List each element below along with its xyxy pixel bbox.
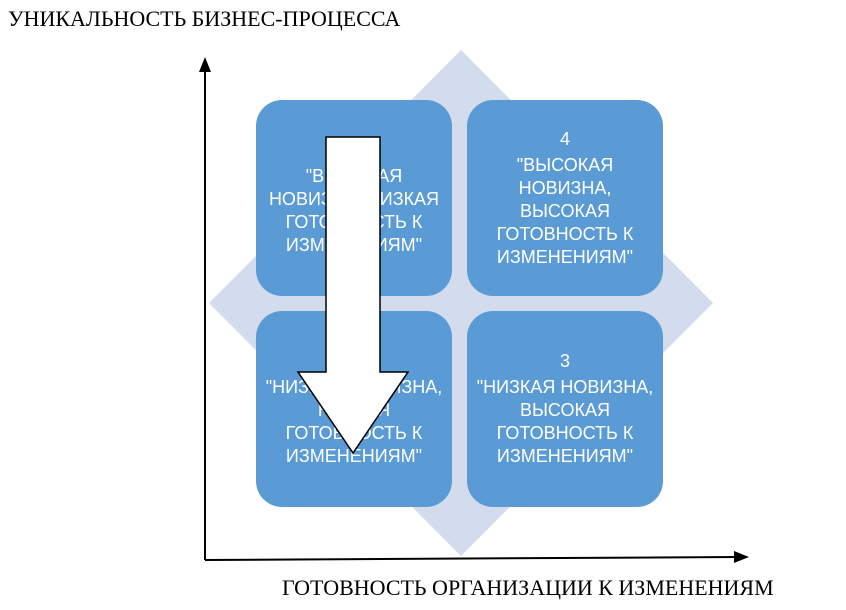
y-axis-arrowhead <box>199 57 211 72</box>
quadrant-3: 3 "НИЗКАЯ НОВИЗНА, ВЫСОКАЯ ГОТОВНОСТЬ К … <box>467 311 663 507</box>
quadrant-4-number: 4 <box>559 128 570 149</box>
x-axis-title: ГОТОВНОСТЬ ОРГАНИЗАЦИИ К ИЗМЕНЕНИЯМ <box>282 575 774 600</box>
x-axis-arrowhead <box>734 551 749 563</box>
quadrant-4: 4 "ВЫСОКАЯ НОВИЗНА, ВЫСОКАЯ ГОТОВНОСТЬ К… <box>467 100 663 296</box>
quadrant-4-text: "ВЫСОКАЯ НОВИЗНА, ВЫСОКАЯ ГОТОВНОСТЬ К И… <box>496 154 634 267</box>
quadrant-2-number: 2 <box>348 140 359 160</box>
quadrant-2-text: "ВЫСОКАЯ НОВИЗНА, НИЗКАЯ ГОТОВНОСТЬ К ИЗ… <box>268 166 440 255</box>
quadrant-1-text: "НИЗКАЯ НОВИЗНА, НИЗКАЯ ГОТОВНОСТЬ К ИЗМ… <box>265 377 443 466</box>
quadrant-2: 2 "ВЫСОКАЯ НОВИЗНА, НИЗКАЯ ГОТОВНОСТЬ К … <box>256 100 452 296</box>
quadrant-1-number: 1 <box>348 351 359 371</box>
y-axis-title: УНИКАЛЬНОСТЬ БИЗНЕС-ПРОЦЕССА <box>8 6 401 31</box>
x-axis <box>204 556 739 561</box>
quadrant-3-number: 3 <box>559 351 570 371</box>
quadrant-1: 1 "НИЗКАЯ НОВИЗНА, НИЗКАЯ ГОТОВНОСТЬ К И… <box>256 311 452 507</box>
quadrant-3-text: "НИЗКАЯ НОВИЗНА, ВЫСОКАЯ ГОТОВНОСТЬ К ИЗ… <box>476 377 654 466</box>
